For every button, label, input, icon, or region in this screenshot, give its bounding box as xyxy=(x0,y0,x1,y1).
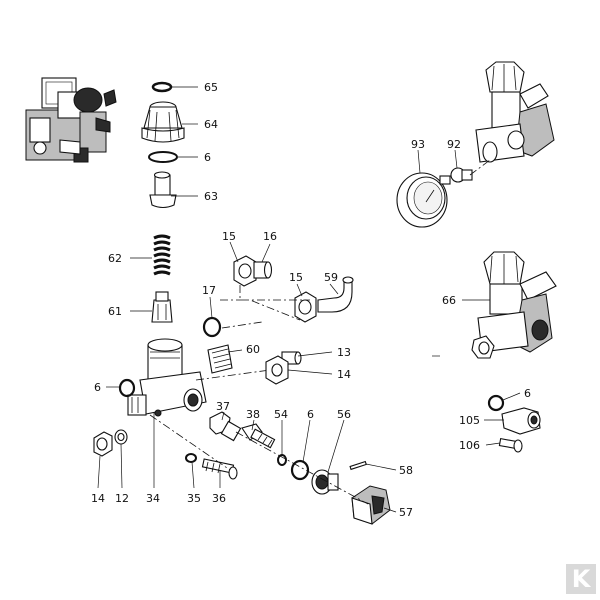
label-66: 66 xyxy=(442,294,456,307)
label-6-left: 6 xyxy=(94,381,101,394)
label-38: 38 xyxy=(246,408,260,421)
label-34: 34 xyxy=(146,492,160,505)
part-12-plug xyxy=(114,429,128,445)
part-64-cap-nut xyxy=(141,101,185,143)
part-34-valve-body xyxy=(127,338,207,488)
label-61: 61 xyxy=(108,305,122,318)
brand-logo-letter: K xyxy=(572,565,592,593)
axis-line-adjusting-chain xyxy=(235,431,369,505)
label-93: 93 xyxy=(411,138,425,151)
label-6-right: 6 xyxy=(524,387,531,400)
part-6-washer-right xyxy=(487,394,505,412)
label-36: 36 xyxy=(212,492,226,505)
part-106-bolt xyxy=(498,438,523,453)
part-36-screw xyxy=(201,458,238,480)
label-12: 12 xyxy=(115,492,129,505)
label-37: 37 xyxy=(216,400,230,413)
part-61-valve-seat xyxy=(151,291,173,323)
part-6-washer-lower xyxy=(290,459,310,481)
part-54-small-ring xyxy=(277,454,287,466)
part-93-manometer xyxy=(396,172,451,228)
part-59-elbow xyxy=(317,276,354,313)
label-106: 106 xyxy=(459,439,480,452)
label-16: 16 xyxy=(263,230,277,243)
part-17-o-ring xyxy=(202,316,222,338)
part-105-union xyxy=(501,407,541,435)
part-14-nut-left xyxy=(93,431,113,457)
label-15-lower: 15 xyxy=(289,271,303,284)
assembly-thumbnail xyxy=(25,77,117,163)
label-64: 64 xyxy=(204,118,218,131)
label-60: 60 xyxy=(246,343,260,356)
part-92-adapter xyxy=(450,167,473,183)
label-6-lower: 6 xyxy=(307,408,314,421)
axis-line-filter xyxy=(195,369,271,381)
part-56-piston-seat xyxy=(311,469,339,495)
assembly-top-right xyxy=(475,61,555,163)
label-15-upper: 15 xyxy=(222,230,236,243)
label-17: 17 xyxy=(202,284,216,297)
label-105: 105 xyxy=(459,414,480,427)
label-59: 59 xyxy=(324,271,338,284)
part-15-nut-upper xyxy=(233,255,257,287)
label-14-left: 14 xyxy=(91,492,105,505)
part-35-washer xyxy=(185,453,197,463)
part-57-knob xyxy=(351,485,391,525)
label-57: 57 xyxy=(399,506,413,519)
part-14-nut-right xyxy=(265,355,289,385)
part-37-cap xyxy=(209,411,242,442)
part-65-o-ring xyxy=(151,81,173,93)
part-16-fitting xyxy=(253,261,273,279)
part-6-washer-left xyxy=(118,378,136,398)
part-38-adjusting-screw xyxy=(241,423,276,449)
part-58-pin xyxy=(349,460,367,471)
label-58: 58 xyxy=(399,464,413,477)
label-63: 63 xyxy=(204,190,218,203)
label-35: 35 xyxy=(187,492,201,505)
part-6-washer-top xyxy=(148,151,178,163)
part-60-filter xyxy=(207,344,233,374)
label-54: 54 xyxy=(274,408,288,421)
label-62: 62 xyxy=(108,252,122,265)
axis-line-body-screw xyxy=(149,414,231,471)
callout-labels: 65 64 6 63 62 61 15 16 15 59 17 60 13 14… xyxy=(91,81,531,519)
label-92: 92 xyxy=(447,138,461,151)
label-56: 56 xyxy=(337,408,351,421)
label-13: 13 xyxy=(337,346,351,359)
axis-line-manometer xyxy=(469,159,491,176)
leader-lines xyxy=(97,86,521,513)
part-66-unloader-assembly xyxy=(471,251,557,359)
axis-line-fittings xyxy=(220,285,310,321)
axis-line-o-ring xyxy=(221,321,263,329)
label-6-top: 6 xyxy=(204,151,211,164)
part-15-nut-lower xyxy=(294,291,317,323)
brand-logo: K xyxy=(566,564,596,594)
part-63-piston xyxy=(149,171,177,209)
label-14-right: 14 xyxy=(337,368,351,381)
part-62-spring xyxy=(153,234,171,276)
label-65: 65 xyxy=(204,81,218,94)
